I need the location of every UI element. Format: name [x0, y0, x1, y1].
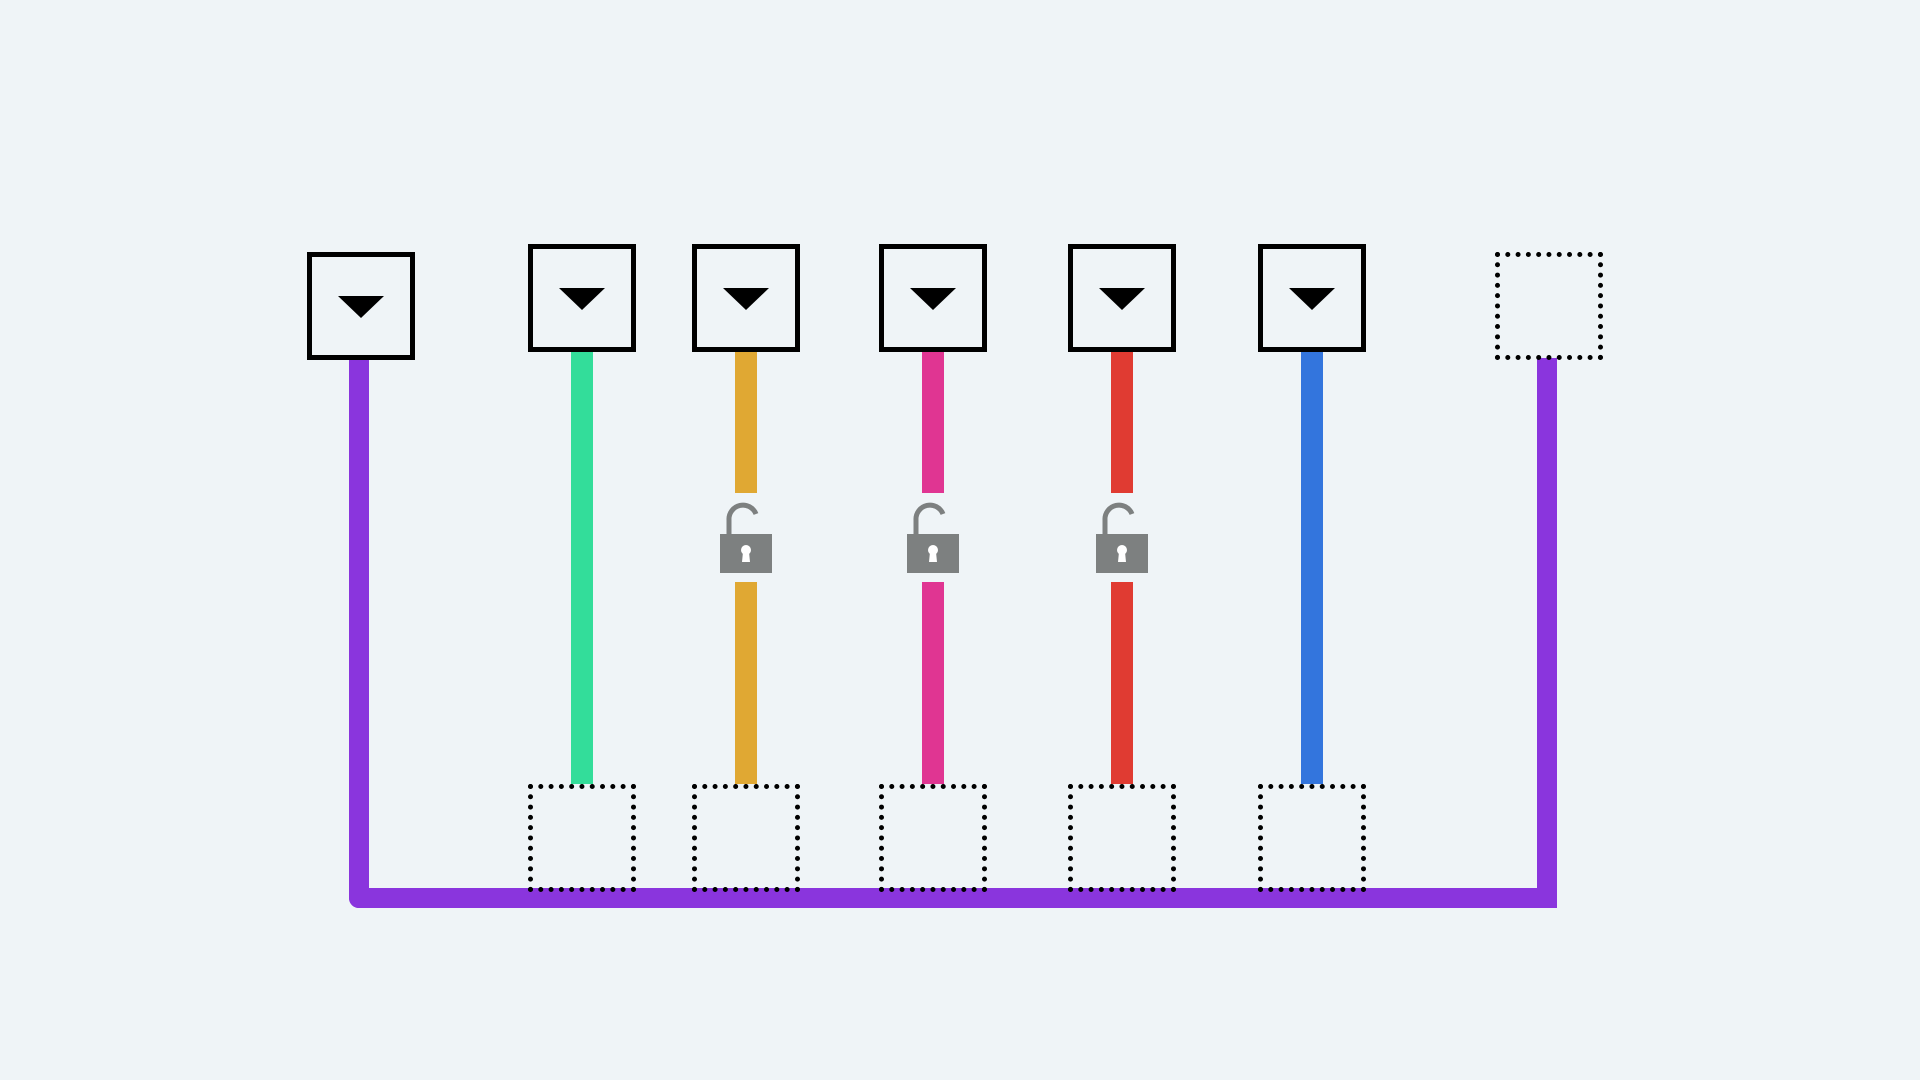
unlocked-padlock-icon[interactable] [907, 500, 961, 576]
channel-drop-slot[interactable] [1068, 784, 1176, 892]
channel-drop-slot[interactable] [1258, 784, 1366, 892]
channel-wire [1111, 352, 1133, 493]
channel-drop-slot[interactable] [692, 784, 800, 892]
channel-dropdown[interactable] [528, 244, 636, 352]
triangle-down-icon [1289, 288, 1335, 310]
channel-wire [922, 352, 944, 493]
triangle-down-icon [1099, 288, 1145, 310]
target-drop-slot[interactable] [1495, 252, 1603, 360]
channel-wire [922, 582, 944, 784]
triangle-down-icon [910, 288, 956, 310]
unlocked-padlock-icon[interactable] [720, 500, 774, 576]
triangle-down-icon [559, 288, 605, 310]
bus-bottom-wire [349, 888, 1557, 908]
channel-dropdown[interactable] [1068, 244, 1176, 352]
channel-wire [1111, 582, 1133, 784]
channel-wire [571, 352, 593, 784]
bus-left-wire [349, 358, 369, 908]
channel-dropdown[interactable] [692, 244, 800, 352]
channel-dropdown[interactable] [879, 244, 987, 352]
source-dropdown[interactable] [307, 252, 415, 360]
bus-right-wire [1537, 358, 1557, 908]
channel-drop-slot[interactable] [528, 784, 636, 892]
channel-drop-slot[interactable] [879, 784, 987, 892]
triangle-down-icon [338, 296, 384, 318]
channel-wire [735, 582, 757, 784]
channel-wire [1301, 352, 1323, 784]
triangle-down-icon [723, 288, 769, 310]
channel-dropdown[interactable] [1258, 244, 1366, 352]
channel-wire [735, 352, 757, 493]
unlocked-padlock-icon[interactable] [1096, 500, 1150, 576]
